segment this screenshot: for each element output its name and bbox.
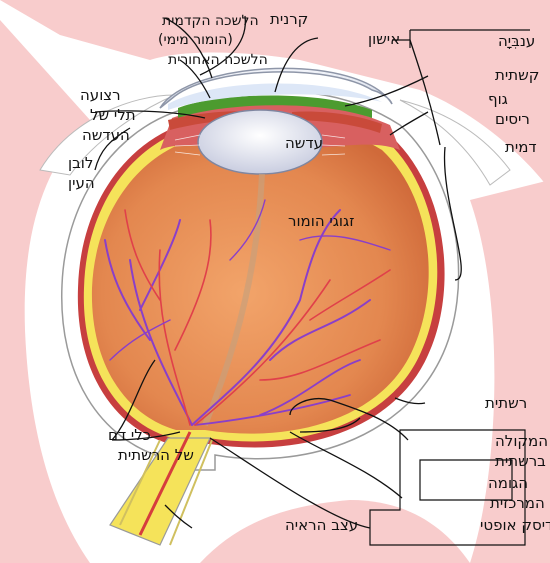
label-ciliary-2: ריסים [495, 110, 530, 128]
label-fovea-2: המרכזית [490, 494, 545, 512]
label-macula-1: המקולה [495, 432, 548, 450]
label-sclera-2: העין [68, 174, 95, 192]
label-conjunctiva: ענבִּיָה [498, 32, 535, 50]
label-iris: קשתית [495, 66, 539, 84]
label-fovea-1: הגומה [488, 474, 528, 492]
label-choroid: דמית [505, 138, 537, 156]
label-lens: עדשה [285, 134, 323, 152]
label-retinal-vessels-1: כלי דם [108, 426, 151, 444]
label-zonule-2: תלי של [90, 106, 136, 124]
label-sclera-1: לובן [68, 154, 93, 172]
label-zonule-3: העדשה [82, 126, 130, 144]
label-anterior-chamber-1: הלשכה הקדמית [162, 13, 259, 29]
label-pupil: אישון [368, 30, 400, 48]
label-vitreous: זגוגי הומור [288, 212, 354, 230]
label-retina: רשתית [485, 394, 527, 412]
label-macula-2: ברשתית [495, 452, 546, 470]
label-optic-nerve: עצב הראיה [285, 516, 358, 534]
label-cornea: קרנית [270, 10, 308, 28]
label-optic-disc: דיסק אופטי [480, 516, 550, 534]
label-retinal-vessels-2: של הרשתית [118, 446, 194, 464]
label-ciliary-1: גוף [488, 90, 508, 108]
label-zonule-1: רצועה [80, 86, 121, 104]
label-posterior-chamber: הלשכה האחורית [168, 52, 268, 68]
label-anterior-chamber-2: (הומור מימי) [158, 32, 233, 48]
